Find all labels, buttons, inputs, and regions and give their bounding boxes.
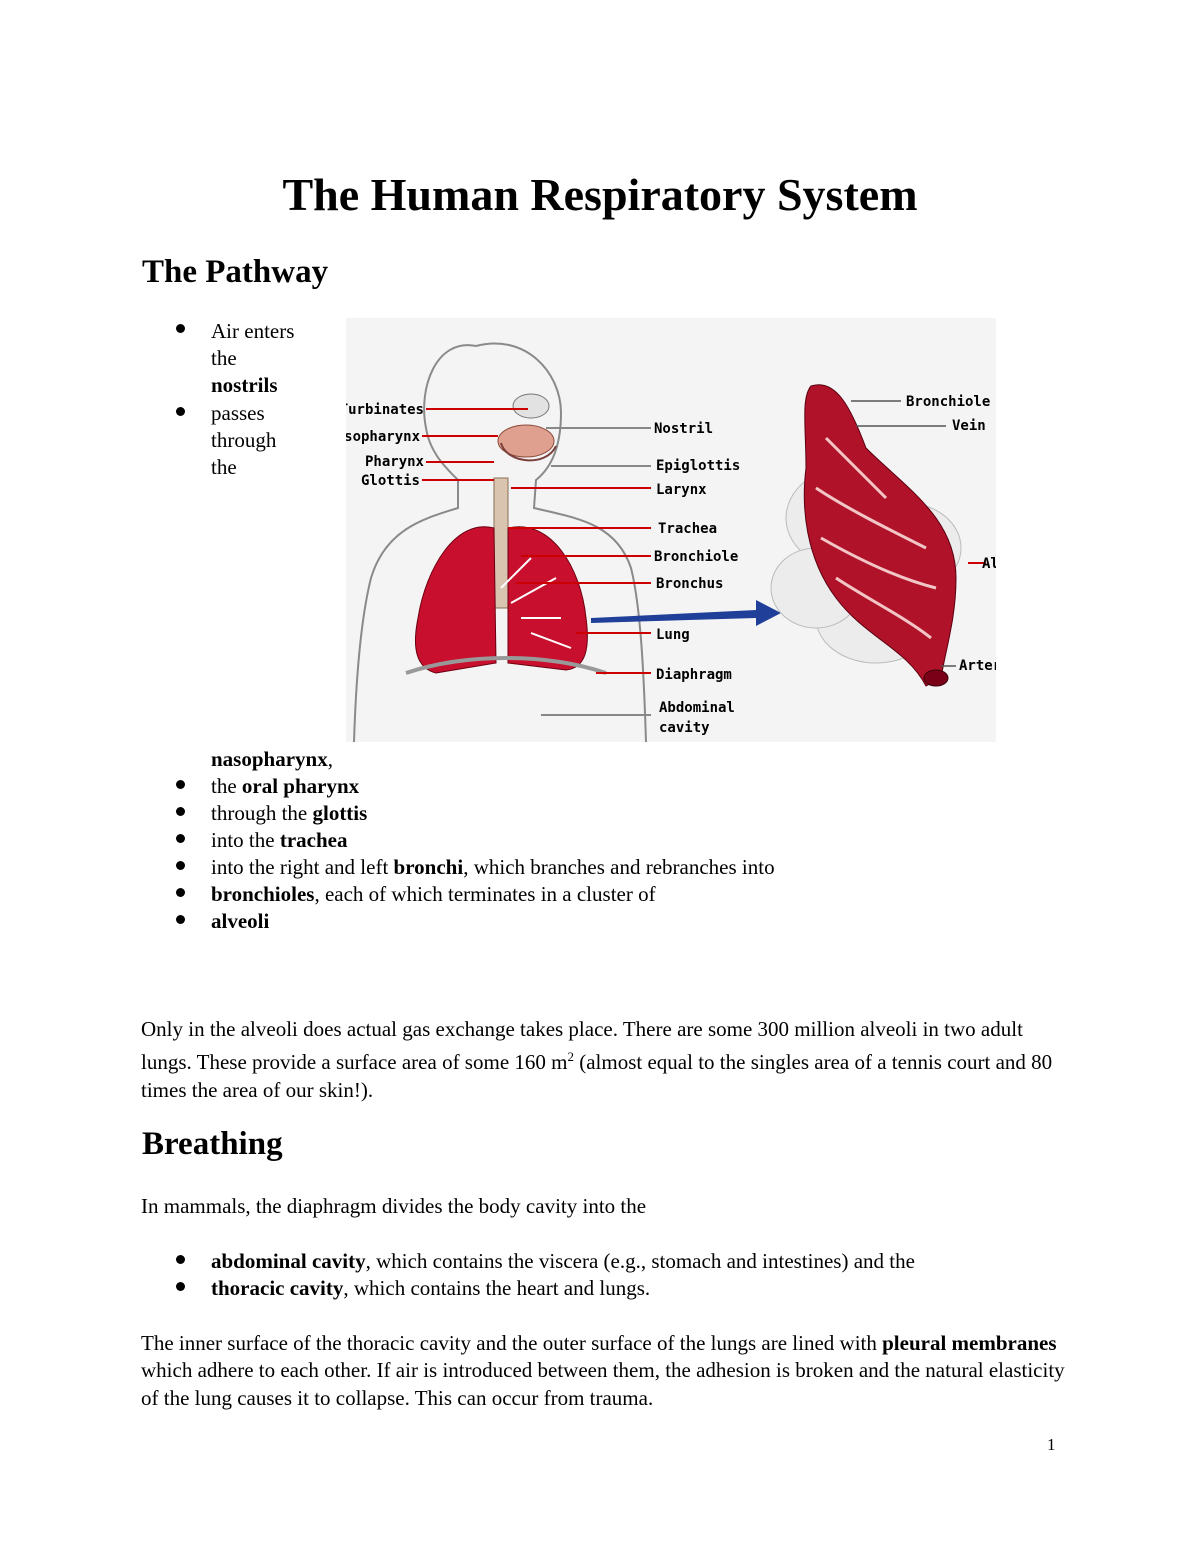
list-item-text: , <box>327 747 333 771</box>
list-item-text: the <box>211 455 237 479</box>
list-item: into the trachea <box>211 827 347 854</box>
list-item: the oral pharynx <box>211 773 359 800</box>
list-item-bold: oral pharynx <box>241 774 360 798</box>
label-pharynx: Pharynx <box>365 454 425 470</box>
bullet <box>176 807 188 819</box>
label-lung: Lung <box>656 627 690 643</box>
bullet <box>176 407 188 419</box>
list-item-text: the <box>211 346 237 370</box>
label-glottis: Glottis <box>361 473 420 489</box>
superscript: 2 <box>567 1049 574 1065</box>
alveoli-paragraph: Only in the alveoli does actual gas exch… <box>141 1016 1066 1104</box>
respiratory-diagram: Turbinates Nasopharynx Pharynx Glottis N… <box>327 318 1049 743</box>
label-nasopharynx: Nasopharynx <box>346 429 421 445</box>
bullet <box>176 780 188 792</box>
list-item: bronchioles, each of which terminates in… <box>211 881 656 908</box>
label-bronchiole: Bronchiole <box>654 549 738 565</box>
list-item-text: Air enters <box>211 319 295 343</box>
label-vein: Vein <box>952 418 986 434</box>
label-artery: Artery <box>959 658 996 674</box>
list-item: abdominal cavity, which contains the vis… <box>211 1248 915 1275</box>
left-label-lines <box>422 408 528 481</box>
bullet <box>176 1282 188 1294</box>
list-item-bold: bronchi <box>393 855 464 879</box>
list-item-nasopharynx: nasopharynx, <box>211 746 333 773</box>
bullet <box>176 888 188 900</box>
list-item-text: , which branches and rebranches into <box>463 855 775 879</box>
list-item-text: into the <box>211 828 280 852</box>
list-item-bold: abdominal cavity <box>211 1249 366 1273</box>
paragraph-text: Only in the alveoli does actual gas exch… <box>141 1017 1023 1075</box>
label-alveolus-bronchiole: Bronchiole <box>906 394 990 410</box>
body-outline-icon <box>353 342 647 743</box>
list-item-text: , each of which terminates in a cluster … <box>314 882 656 906</box>
paragraph-text: (almost equal to the singles area of a t… <box>141 1050 1053 1102</box>
label-nostril: Nostril <box>654 421 713 437</box>
list-item-text: the <box>211 774 242 798</box>
trachea-icon <box>493 477 509 609</box>
bullet <box>176 1255 188 1267</box>
label-alveolus: Alveolus <box>982 556 996 572</box>
list-item-bold: trachea <box>279 828 348 852</box>
bullet <box>176 834 188 846</box>
list-item-passes-through: passes through the <box>211 400 276 481</box>
list-item-text: passes <box>211 401 265 425</box>
head-cavity-icon <box>497 393 557 462</box>
bronchi-branches-icon <box>500 557 572 649</box>
label-bronchus: Bronchus <box>656 576 723 592</box>
list-item-bold: nasopharynx <box>211 747 328 771</box>
label-larynx: Larynx <box>656 482 707 498</box>
list-item: alveoli <box>211 908 269 935</box>
pleural-paragraph: The inner surface of the thoracic cavity… <box>141 1330 1066 1412</box>
list-item-bold: alveoli <box>211 909 270 933</box>
label-turbinates: Turbinates <box>346 402 424 418</box>
breathing-intro: In mammals, the diaphragm divides the bo… <box>141 1194 647 1218</box>
page-title: The Human Respiratory System <box>282 169 918 220</box>
bullet <box>176 324 188 336</box>
arrow-icon <box>591 600 781 626</box>
paragraph-text: which adhere to each other. If air is in… <box>141 1358 1065 1410</box>
list-item-air-enters: Air enters the nostrils <box>211 318 294 399</box>
list-item-bold: nostrils <box>211 373 278 397</box>
label-abdominal: Abdominal <box>659 700 735 716</box>
paragraph-text: The inner surface of the thoracic cavity… <box>141 1331 883 1355</box>
pathway-heading: The Pathway <box>142 254 329 290</box>
list-item: through the glottis <box>211 800 367 827</box>
label-trachea: Trachea <box>658 521 717 537</box>
right-label-lines <box>508 427 651 716</box>
diaphragm-icon <box>405 656 607 675</box>
list-item-bold: bronchioles <box>211 882 315 906</box>
list-item-text: into the right and left <box>211 855 394 879</box>
alveolus-label-lines <box>851 400 986 667</box>
list-item-text: through <box>211 428 277 452</box>
list-item: thoracic cavity, which contains the hear… <box>211 1275 650 1302</box>
list-item-text: , which contains the viscera (e.g., stom… <box>365 1249 915 1273</box>
label-diaphragm: Diaphragm <box>656 667 732 683</box>
bullet <box>176 915 188 927</box>
list-item-text: through the <box>211 801 313 825</box>
paragraph-bold: pleural membranes <box>882 1331 1057 1355</box>
page-number: 1 <box>1047 1435 1056 1454</box>
label-cavity: cavity <box>659 720 710 736</box>
list-item: into the right and left bronchi, which b… <box>211 854 775 881</box>
list-item-bold: glottis <box>312 801 368 825</box>
alveolus-cluster-icon <box>770 384 962 687</box>
list-item-bold: thoracic cavity <box>211 1276 344 1300</box>
bullet <box>176 861 188 873</box>
list-item-text: , which contains the heart and lungs. <box>343 1276 651 1300</box>
breathing-heading: Breathing <box>142 1126 283 1162</box>
label-epiglottis: Epiglottis <box>656 458 740 474</box>
